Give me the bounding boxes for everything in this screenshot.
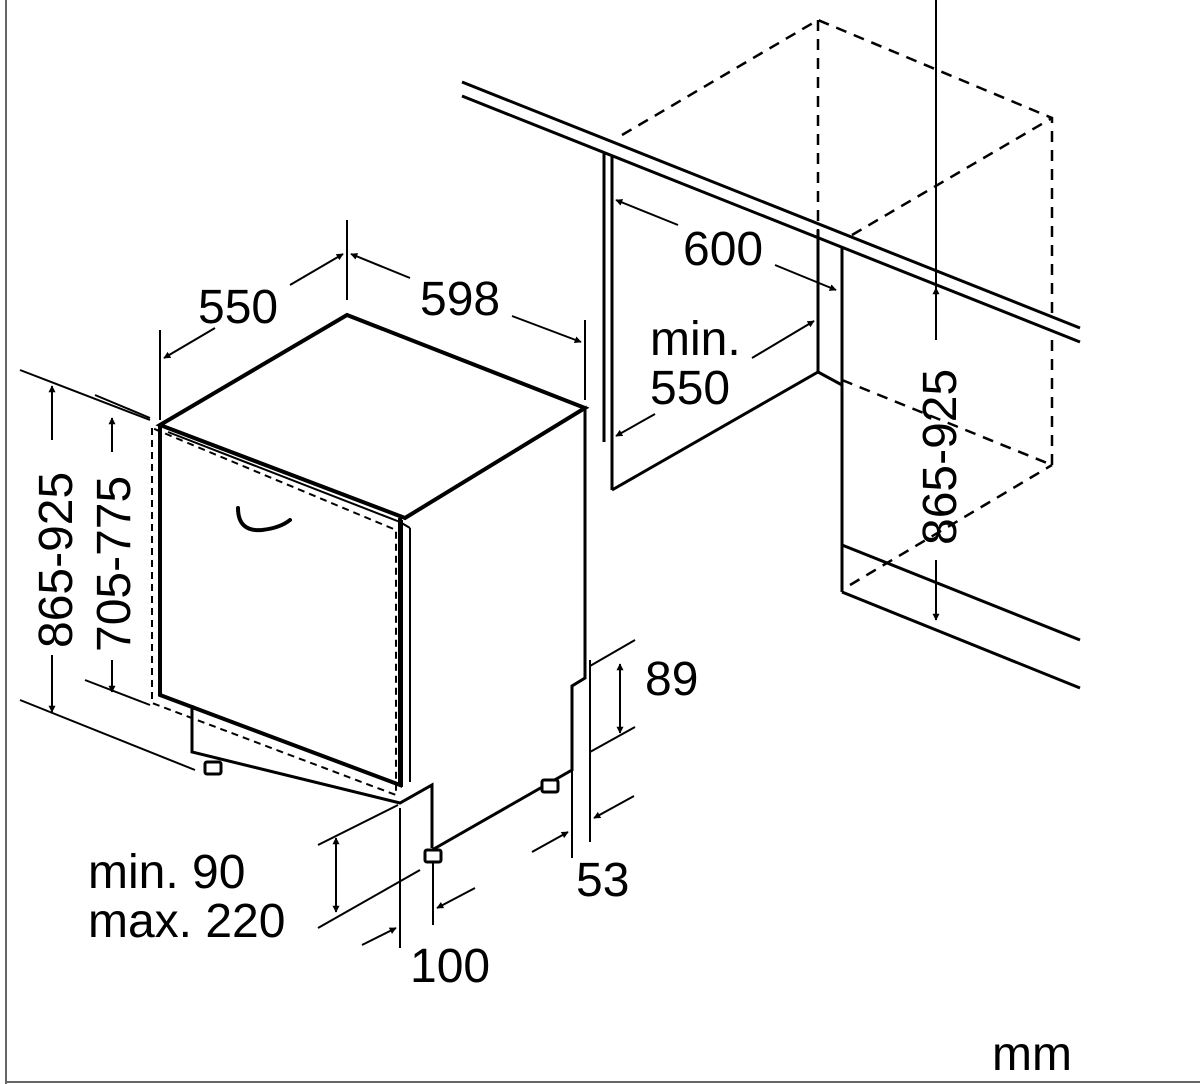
dim-width-598: 598 xyxy=(350,253,586,400)
dim-niche-width-600: 600 xyxy=(615,199,837,291)
dim-niche-height-label: 865-925 xyxy=(914,369,967,545)
worktop-bottom-edge xyxy=(461,94,1081,344)
dim-niche-depth-prefix: min. xyxy=(650,313,741,366)
dim-height-total-left: 865-925 xyxy=(19,369,196,771)
foot-front-right-icon xyxy=(423,848,443,864)
dishwasher-body xyxy=(151,312,590,864)
dim-plinth-height-label: 89 xyxy=(645,653,698,706)
dim-toe-kick: min. 90 max. 220 xyxy=(88,804,421,948)
dim-depth-550: 550 xyxy=(159,220,348,420)
dim-plinth-recess-label: 53 xyxy=(576,854,629,907)
units-label: mm xyxy=(992,1028,1072,1081)
dim-foot-recess-label: 100 xyxy=(410,940,490,993)
dim-width-label: 598 xyxy=(420,273,500,326)
dim-plinth-89: 89 xyxy=(589,639,698,753)
worktop-top-edge xyxy=(461,80,1081,330)
door-handle-icon xyxy=(236,506,292,533)
dim-recess-53: 53 xyxy=(531,660,635,907)
dim-niche-depth-label: 550 xyxy=(650,362,730,415)
dim-niche-depth: min. 550 xyxy=(615,313,815,437)
dim-foot-recess-100: 100 xyxy=(361,808,490,993)
dim-height-door: 705-775 xyxy=(84,394,151,706)
dim-height-total-label: 865-925 xyxy=(30,472,83,648)
dim-toe-kick-max-label: max. 220 xyxy=(88,895,285,948)
foot-rear-right-icon xyxy=(540,778,560,794)
dim-depth-label: 550 xyxy=(198,281,278,334)
foot-front-left-icon xyxy=(203,760,223,776)
installation-niche xyxy=(461,18,1081,690)
dim-height-door-label: 705-775 xyxy=(88,476,141,652)
dim-niche-height: 865-925 xyxy=(914,0,967,621)
dim-toe-kick-min-label: min. 90 xyxy=(88,846,245,899)
dim-niche-width-label: 600 xyxy=(683,223,763,276)
